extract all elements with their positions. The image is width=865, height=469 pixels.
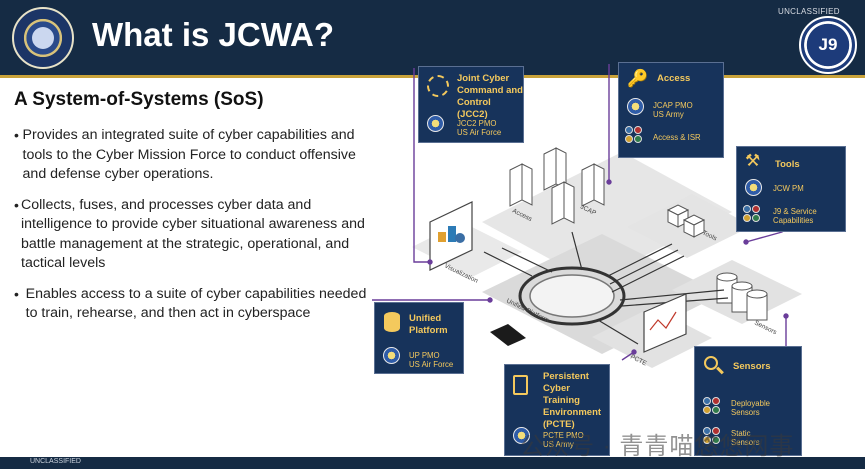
pcte-org: PCTE PMO US Army [543, 431, 584, 449]
j9-seal-icon: J9 [799, 16, 857, 74]
label-sensors: Sensors [753, 320, 778, 337]
army-badge-icon [513, 427, 530, 444]
unified-platform-box: Unified Platform UP PMO US Air Force [374, 302, 464, 374]
magnifier-icon [704, 356, 718, 370]
service-badge-icon [752, 205, 760, 213]
service-badge-icon [712, 406, 720, 414]
key-icon: 🔑 [627, 69, 649, 88]
sensors-static: Static Sensors [731, 429, 760, 447]
service-badge-icon [743, 205, 751, 213]
service-badge-icon [712, 436, 720, 444]
sensors-box: Sensors Deployable Sensors Static Sensor… [694, 346, 802, 456]
bullet-dot-icon: • [14, 285, 19, 302]
air-force-badge-icon [427, 115, 444, 132]
pcte-box: Persistent Cyber Training Environment (P… [504, 364, 610, 456]
service-badge-icon [743, 214, 751, 222]
clipboard-checklist-icon [513, 375, 528, 395]
magnifier-handle-icon [716, 366, 724, 375]
platform-illustration: Access JCAP Tools Visualization Unified … [372, 64, 802, 368]
wechat-watermark: 公众号 · 青青喵悠悠网事 [520, 433, 795, 460]
air-force-badge-icon [383, 347, 400, 364]
service-badge-icon [752, 214, 760, 222]
bullet-item: • Provides an integrated suite of cyber … [14, 126, 374, 185]
tools-wrench-icon: ⚒ [745, 151, 761, 170]
classification-top: UNCLASSIFIED [778, 7, 840, 16]
service-badge-icon [703, 397, 711, 405]
bullet-text: Provides an integrated suite of cyber ca… [22, 127, 356, 182]
tools-org: JCW PM [773, 184, 804, 193]
j9-seal-text: J9 [818, 35, 838, 54]
service-badge-icon [703, 406, 711, 414]
tools-box: ⚒ Tools JCW PM J9 & Service Capabilities [736, 146, 846, 232]
classification-bottom: UNCLASSIFIED [30, 458, 81, 465]
sensors-deployable: Deployable Sensors [731, 399, 771, 417]
service-badge-icon [634, 135, 642, 143]
unified-org: UP PMO US Air Force [409, 351, 454, 369]
footer-bar: UNCLASSIFIED [0, 457, 865, 469]
bullet-list: • Provides an integrated suite of cyber … [14, 126, 374, 335]
service-badge-icon [703, 427, 711, 435]
access-sub: Access & ISR [653, 133, 701, 142]
jcc2-box: Joint Cyber Command and Control (JCC2) J… [418, 66, 524, 143]
sensors-title: Sensors [733, 361, 771, 372]
bullet-text: Enables access to a suite of cyber capab… [25, 285, 367, 322]
jcw-badge-icon [745, 179, 762, 196]
bullet-text: Collects, fuses, and processes cyber dat… [21, 196, 365, 272]
access-org: JCAP PMO US Army [653, 101, 693, 119]
header-bar: What is JCWA? UNCLASSIFIED J9 [0, 0, 865, 78]
bullet-item: • Enables access to a suite of cyber cap… [14, 285, 374, 324]
jcc2-title: Joint Cyber Command and Control (JCC2) [457, 73, 523, 120]
uscybercom-seal-icon [12, 7, 74, 69]
access-box: 🔑 Access JCAP PMO US Army Access & ISR [618, 62, 724, 158]
service-badge-icon [634, 126, 642, 134]
access-title: Access [657, 73, 691, 84]
pcte-title: Persistent Cyber Training Environment (P… [543, 371, 602, 430]
army-badge-icon [627, 98, 644, 115]
bullet-dot-icon: • [14, 127, 19, 143]
service-badge-icon [625, 126, 633, 134]
unified-title: Unified Platform [409, 313, 448, 336]
tools-sub: J9 & Service Capabilities [773, 207, 817, 225]
jcc2-org: JCC2 PMO US Air Force [457, 119, 502, 137]
bullet-item: • Collects, fuses, and processes cyber d… [14, 196, 374, 274]
sos-diagram: Access JCAP Tools Visualization Unified … [372, 62, 865, 462]
tools-title: Tools [775, 159, 800, 170]
slide-title: What is JCWA? [92, 16, 335, 53]
command-cycle-icon [427, 75, 449, 97]
service-badge-icon [712, 427, 720, 435]
section-subtitle: A System-of-Systems (SoS) [14, 89, 264, 110]
service-badge-icon [703, 436, 711, 444]
database-icon [384, 312, 400, 332]
service-badge-icon [625, 135, 633, 143]
bullet-dot-icon: • [14, 196, 19, 213]
service-badge-icon [712, 397, 720, 405]
